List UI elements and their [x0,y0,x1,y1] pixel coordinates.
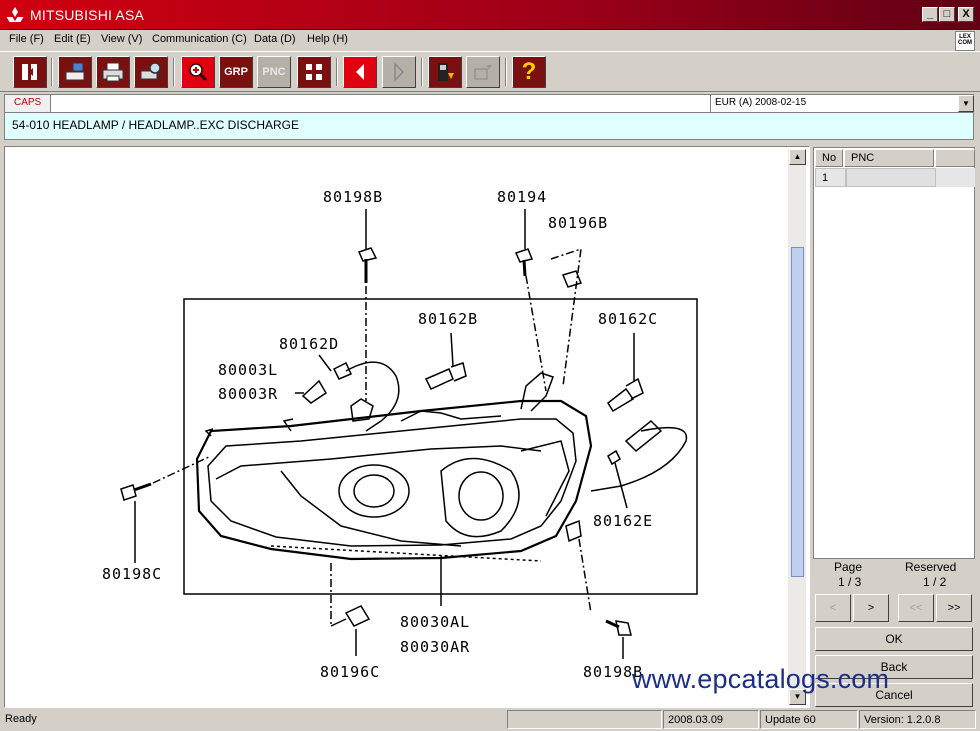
column-header-no[interactable]: No [815,149,843,167]
caps-tab[interactable]: CAPS [5,95,51,112]
page-value: 1 / 3 [838,575,862,589]
scroll-thumb[interactable] [791,247,804,577]
callout-80162d[interactable]: 80162D [279,335,339,353]
status-update: Update 60 [760,710,858,729]
help-question-icon: ? [521,58,537,85]
zoom-in-icon [189,63,208,82]
currency-select[interactable]: EUR (A) 2008-02-15 ▼ [710,95,974,112]
reserved-label: Reserved [905,560,957,574]
callout-80194[interactable]: 80194 [497,188,547,206]
status-ready: Ready [5,713,37,725]
previous-button[interactable] [343,56,377,88]
toolbar-separator [421,58,423,86]
cancel-button[interactable]: Cancel [815,683,973,707]
parts-diagram-panel[interactable]: 80198B 80194 80196B 80162B 80162C 80162D… [4,146,810,708]
status-version: Version: 1.2.0.8 [859,710,976,729]
callout-80198c[interactable]: 80198C [102,565,162,583]
grp-button[interactable]: GRP [219,56,253,88]
page-next-button[interactable]: > [853,594,889,622]
callout-80162c[interactable]: 80162C [598,310,658,328]
print-preview-button[interactable] [58,56,92,88]
menu-view[interactable]: View (V) [101,33,143,45]
grid-view-button[interactable] [297,56,331,88]
callout-80196b[interactable]: 80196B [548,214,608,232]
callout-80030al[interactable]: 80030AL [400,613,470,631]
table-row[interactable]: 1 [815,168,975,187]
headlamp-diagram[interactable]: 80198B 80194 80196B 80162B 80162C 80162D… [5,147,789,707]
currency-value: EUR (A) 2008-02-15 [715,97,807,108]
arrow-right-icon [394,62,405,82]
exit-door-icon [22,64,37,80]
print-button[interactable] [96,56,130,88]
row-pnc [846,168,936,187]
reserved-value: 1 / 2 [923,575,947,589]
watermark-text: www.epcatalogs.com [632,664,890,694]
callout-80162b[interactable]: 80162B [418,310,478,328]
row-no: 1 [815,168,846,187]
menu-data[interactable]: Data (D) [254,33,296,45]
scroll-down-button[interactable]: ▼ [789,689,806,705]
reserved-next-button[interactable]: >> [936,594,972,622]
lexcom-logo: LEX COM [955,31,975,51]
caps-row: CAPS EUR (A) 2008-02-15 ▼ [4,94,974,113]
pnc-button[interactable]: PNC [257,56,291,88]
minimize-button[interactable]: _ [922,7,938,22]
scroll-up-button[interactable]: ▲ [789,149,806,165]
toolbar-separator [505,58,507,86]
toolbar-separator [51,58,53,86]
callout-80162e[interactable]: 80162E [593,512,653,530]
toolbar-separator [336,58,338,86]
back-button[interactable]: Back [815,655,973,679]
callout-80196c[interactable]: 80196C [320,663,380,681]
close-button[interactable]: X [958,7,974,22]
toolbar: GRP PNC ? [0,51,980,92]
callout-80198b-top[interactable]: 80198B [323,188,383,206]
status-empty-pane [507,710,662,729]
help-button[interactable]: ? [512,56,546,88]
next-button[interactable] [382,56,416,88]
print-screen-icon [65,62,85,81]
pnc-list-panel: No PNC 1 [813,147,975,559]
open-button[interactable] [466,56,500,88]
zoom-button[interactable] [181,56,215,88]
callout-80198b-bottom[interactable]: 80198B [583,663,643,681]
exit-button[interactable] [13,56,47,88]
column-header-pnc[interactable]: PNC [844,149,934,167]
floppy-save-icon [438,63,454,81]
menu-file[interactable]: File (F) [9,33,44,45]
folder-open-icon [474,65,492,80]
print-search-button[interactable] [134,56,168,88]
chevron-down-icon[interactable]: ▼ [958,95,974,112]
grid-icon [306,64,322,80]
callout-80030ar[interactable]: 80030AR [400,638,470,656]
print-magnifier-icon [140,62,162,80]
save-button[interactable] [428,56,462,88]
arrow-left-icon [356,64,364,80]
column-header-extra [935,149,975,167]
title-bar: MITSUBISHI ASA _ □ X [0,0,980,30]
window-title: MITSUBISHI ASA [30,7,145,23]
reserved-prev-button[interactable]: << [898,594,934,622]
menu-bar: File (F) Edit (E) View (V) Communication… [0,30,980,50]
status-date: 2008.03.09 [663,710,759,729]
pnc-label: PNC [262,66,286,78]
callout-80003r[interactable]: 80003R [218,385,278,403]
page-prev-button[interactable]: < [815,594,851,622]
callout-80003l[interactable]: 80003L [218,361,278,379]
printer-icon [102,62,124,82]
ok-button[interactable]: OK [815,627,973,651]
toolbar-separator [173,58,175,86]
mitsubishi-logo-icon [6,7,24,22]
page-info: Page 1 / 3 Reserved 1 / 2 [813,560,975,592]
maximize-button[interactable]: □ [939,7,955,22]
status-bar: Ready 2008.03.09 Update 60 Version: 1.2.… [0,710,980,731]
menu-edit[interactable]: Edit (E) [54,33,91,45]
grp-label: GRP [224,66,248,78]
menu-help[interactable]: Help (H) [307,33,348,45]
section-title: 54-010 HEADLAMP / HEADLAMP..EXC DISCHARG… [12,118,299,132]
section-header: 54-010 HEADLAMP / HEADLAMP..EXC DISCHARG… [4,113,974,140]
menu-communication[interactable]: Communication (C) [152,33,247,45]
page-label: Page [834,560,863,574]
